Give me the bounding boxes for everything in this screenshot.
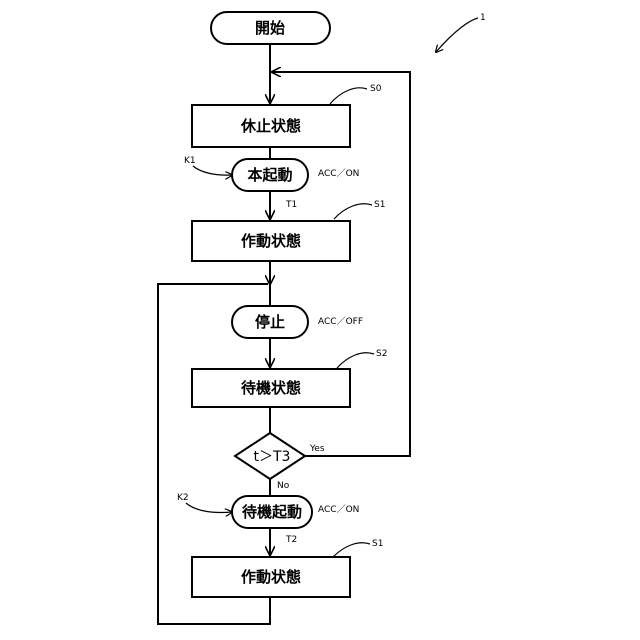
diagram-ref-label: 1: [480, 13, 486, 23]
no-label: No: [277, 481, 290, 491]
s1-top-leader: [334, 204, 372, 219]
operating-state-2-label: 作動状態: [241, 568, 301, 586]
main-start-label: 本起動: [247, 166, 292, 184]
s2-leader: [337, 353, 374, 368]
condition-label: t＞T3: [254, 449, 291, 465]
s0-label: S0: [370, 84, 382, 94]
acc-off-label: ACC／OFF: [318, 316, 363, 327]
s1-top-label: S1: [374, 200, 385, 210]
standby-state-label: 待機状態: [241, 379, 301, 397]
s1-bottom-leader: [333, 543, 370, 557]
diagram-ref-arrow: [436, 18, 478, 52]
k1-label: K1: [184, 156, 196, 166]
acc-on-label-1: ACC／ON: [318, 168, 359, 179]
acc-on-label-2: ACC／ON: [318, 504, 359, 515]
t1-label: T1: [285, 200, 297, 210]
standby-start-label: 待機起動: [242, 503, 302, 521]
k2-label: K2: [177, 493, 189, 503]
s2-label: S2: [376, 349, 387, 359]
start-node-label: 開始: [255, 19, 285, 37]
k2-arrow: [186, 503, 232, 513]
yes-label: Yes: [309, 444, 325, 454]
operating-state-1-label: 作動状態: [241, 232, 301, 250]
s0-leader: [330, 88, 367, 104]
t2-label: T2: [285, 535, 297, 545]
stop-label: 停止: [255, 313, 285, 331]
rest-state-label: 休止状態: [240, 117, 301, 135]
k1-arrow: [193, 166, 232, 175]
s1-bottom-label: S1: [372, 539, 383, 549]
